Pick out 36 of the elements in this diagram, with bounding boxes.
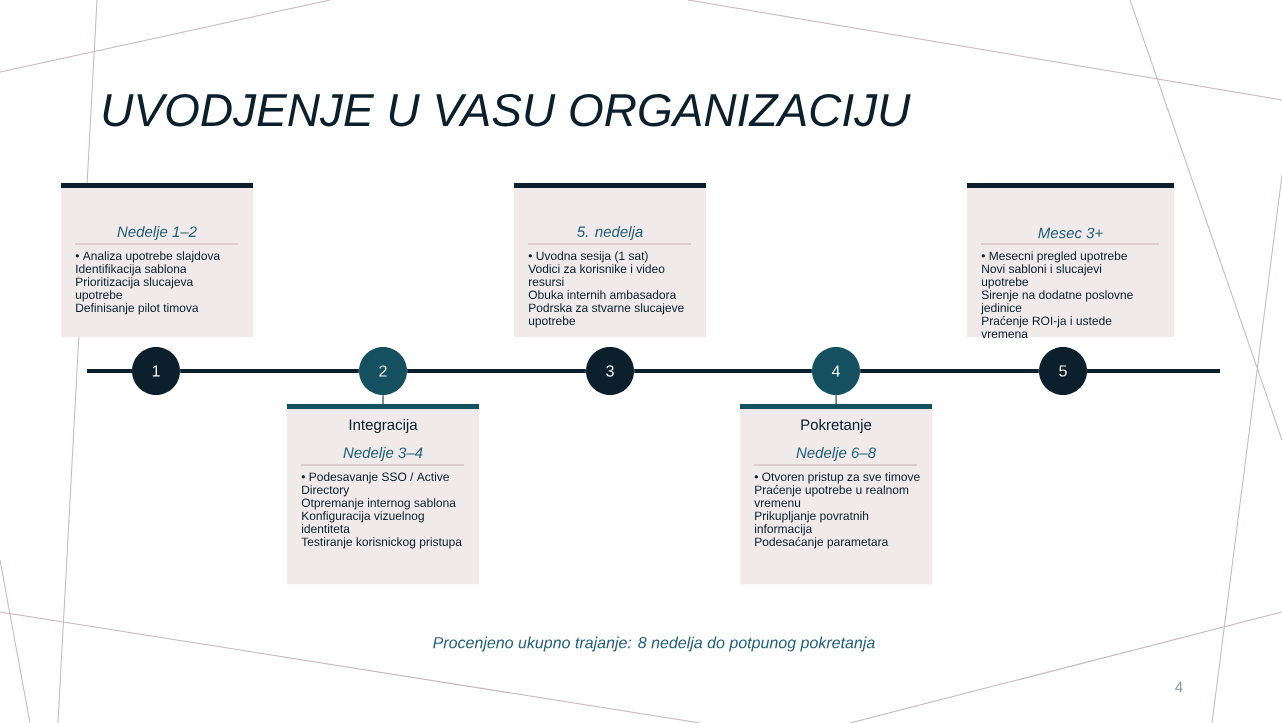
task-item: • Uvodna sesija (1 sat) xyxy=(528,251,648,263)
phase-heading: Pokretanje xyxy=(801,419,872,433)
task-item: Testiranje korisnickog pristupa xyxy=(301,537,462,549)
timeline-segment xyxy=(860,369,1039,373)
task-item: Podrska za stvarne slucajeve upotrebe xyxy=(529,303,684,328)
connector-line xyxy=(835,394,837,405)
task-item: • Otvoren pristup za sve timove xyxy=(754,472,920,484)
phase-heading: Integracija xyxy=(349,419,418,433)
timeline-segment xyxy=(407,369,586,373)
week-label: Nedelje 6–8 xyxy=(796,447,876,461)
task-item: Definisanje pilot timova xyxy=(76,303,199,315)
week-label: Nedelje 1–2 xyxy=(117,226,197,240)
task-item: Konfiguracija vizuelnog identiteta xyxy=(302,511,424,533)
timeline-segment xyxy=(634,369,812,373)
task-item: Prioritizacija slucajeva upotrebe xyxy=(76,277,194,302)
timeline-segment xyxy=(180,369,359,373)
task-item: Sirenje na dodatne poslovne jedinice xyxy=(980,290,1133,315)
slide-title: UVODJENJE U VASU ORGANIZACIJU xyxy=(103,93,911,127)
task-item: Vodici za korisnike i video resursi xyxy=(528,264,665,286)
week-label: 5. nedelja xyxy=(577,226,643,240)
task-item: Obuka internih ambasadora xyxy=(528,290,677,299)
week-label: Nedelje 3–4 xyxy=(343,447,423,461)
task-item: Praćenje ROI-ja i ustede vremena xyxy=(981,316,1112,338)
connector-line xyxy=(382,394,384,405)
page-number: 4 xyxy=(1175,681,1183,693)
footer-note: Procenjeno ukupno trajanje: 8 nedelja do potpunog pokretanja xyxy=(433,636,875,652)
task-item: • Mesecni pregled upotrebe xyxy=(981,251,1127,263)
task-item: Praćenje upotrebe u realnom vremenu xyxy=(754,485,909,507)
task-item: Identifikacija sablona xyxy=(76,264,187,276)
task-item: Podesaćanje parametara xyxy=(755,537,889,549)
task-item: Otpremanje internog sablona xyxy=(301,498,456,510)
task-item: • Analiza upotrebe slajdova xyxy=(75,251,221,263)
task-item: • Podesavanje SSO / Active Directory xyxy=(301,472,449,497)
task-item: Prikupljanje povratnih informacija xyxy=(755,511,869,536)
task-item: Novi sabloni i slucajevi upotrebe xyxy=(982,264,1102,289)
week-label: Mesec 3+ xyxy=(1038,227,1103,239)
